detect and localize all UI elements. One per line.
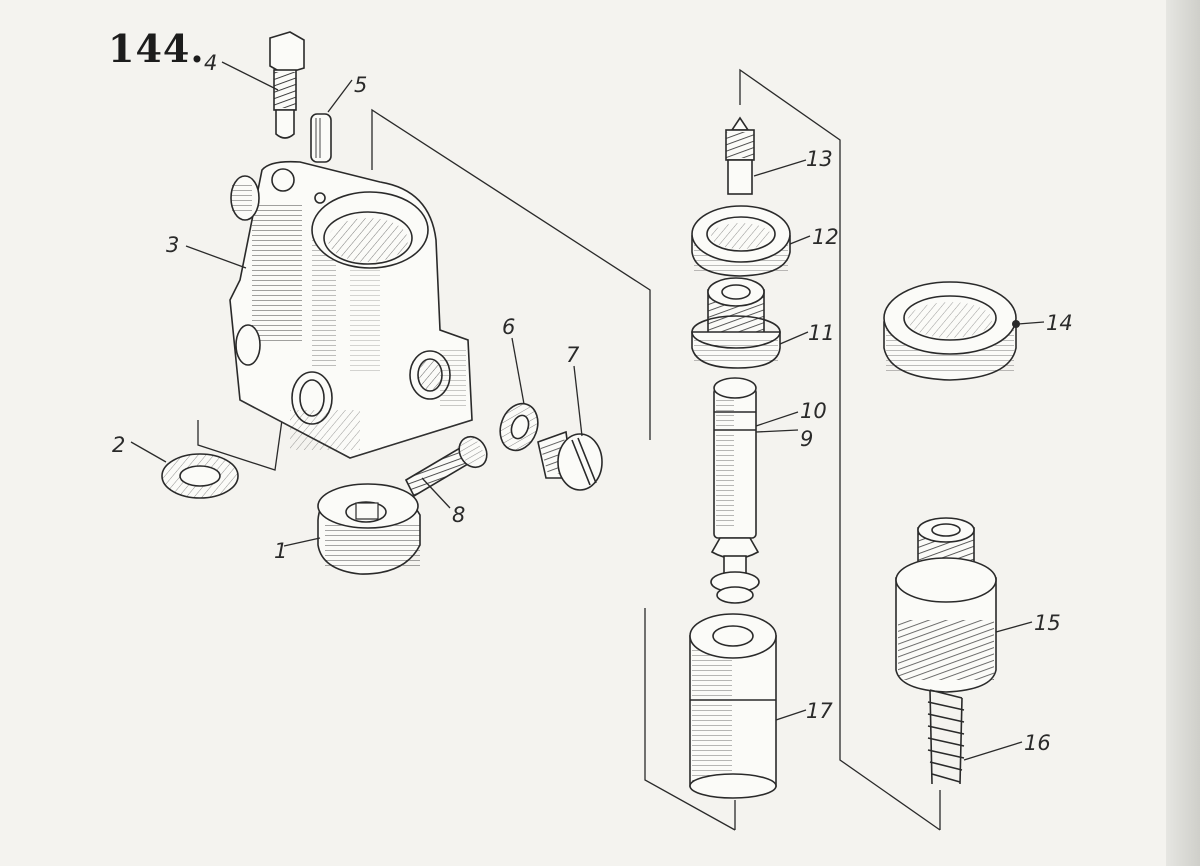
part-label-12: 12 [812, 225, 839, 249]
part-label-9: 9 [800, 427, 813, 451]
part-12-ring-drawing [691, 205, 791, 277]
part-label-7: 7 [566, 343, 580, 367]
part-label-4: 4 [204, 51, 217, 75]
part-6-ring-drawing [499, 402, 539, 452]
part-8-screw-drawing [404, 435, 488, 498]
part-2-washer-drawing [161, 453, 239, 499]
assembly-bracket-left [197, 108, 736, 831]
part-17-sleeve-drawing [689, 613, 777, 799]
part-5-pin-drawing [310, 113, 332, 163]
part-3-housing-drawing [229, 160, 473, 459]
part-label-3: 3 [166, 233, 179, 257]
part-label-13: 13 [806, 147, 833, 171]
figure-number: 144. [108, 26, 205, 71]
part-label-8: 8 [452, 503, 465, 527]
leader-lines [130, 61, 1045, 761]
part-1-gear-drawing [317, 483, 421, 575]
part-labels: 1 2 3 4 5 6 7 8 9 10 11 12 13 14 15 16 1… [112, 51, 1073, 755]
part-13-valve-drawing [725, 116, 755, 195]
part-label-14: 14 [1046, 311, 1073, 335]
part-label-15: 15 [1034, 611, 1061, 635]
part-label-6: 6 [502, 315, 515, 339]
part-label-5: 5 [354, 73, 367, 97]
part-10-plunger-drawing [710, 377, 760, 604]
part-label-2: 2 [112, 433, 125, 457]
part-label-10: 10 [800, 399, 827, 423]
part-label-11: 11 [808, 321, 835, 345]
part-16-spring-drawing [927, 689, 965, 785]
assembly-bracket-right [739, 68, 941, 831]
part-label-16: 16 [1024, 731, 1051, 755]
part-label-1: 1 [274, 539, 287, 563]
part-14-nut-drawing [883, 281, 1020, 381]
part-15-fitting-drawing [895, 517, 997, 693]
page-edge-shadow [1166, 0, 1200, 866]
part-11-bushing-drawing [691, 277, 781, 369]
part-4-stud-drawing [269, 31, 305, 139]
part-label-17: 17 [806, 699, 833, 723]
part-7-plug-drawing [537, 430, 603, 491]
